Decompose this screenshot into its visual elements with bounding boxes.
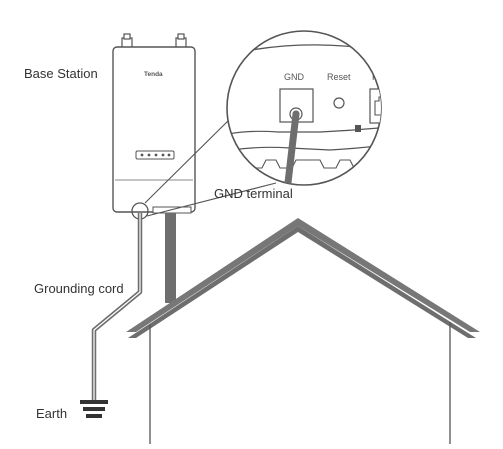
gnd-terminal-label: GND terminal (214, 186, 293, 201)
house-roof (126, 218, 480, 444)
zoom-leader-line (144, 112, 237, 204)
base-station-label: Base Station (24, 66, 98, 81)
earth-label: Earth (36, 406, 68, 421)
grounding-cord-label: Grounding cord (34, 281, 124, 296)
mounting-pole (165, 213, 176, 303)
reset-port-label: Reset (327, 72, 351, 82)
led-indicator-icon (135, 150, 175, 160)
gnd-port-label: GND (284, 72, 305, 82)
brand-logo: Tenda (144, 71, 163, 78)
earth-ground-icon (80, 400, 108, 418)
base-station-device: Tenda (112, 33, 196, 214)
zoom-leader-line (146, 182, 277, 217)
grounding-cord (91, 213, 143, 402)
antenna-connector-icon (121, 33, 187, 49)
gnd-zoom-panel: GND Reset PoE/ (226, 30, 382, 186)
